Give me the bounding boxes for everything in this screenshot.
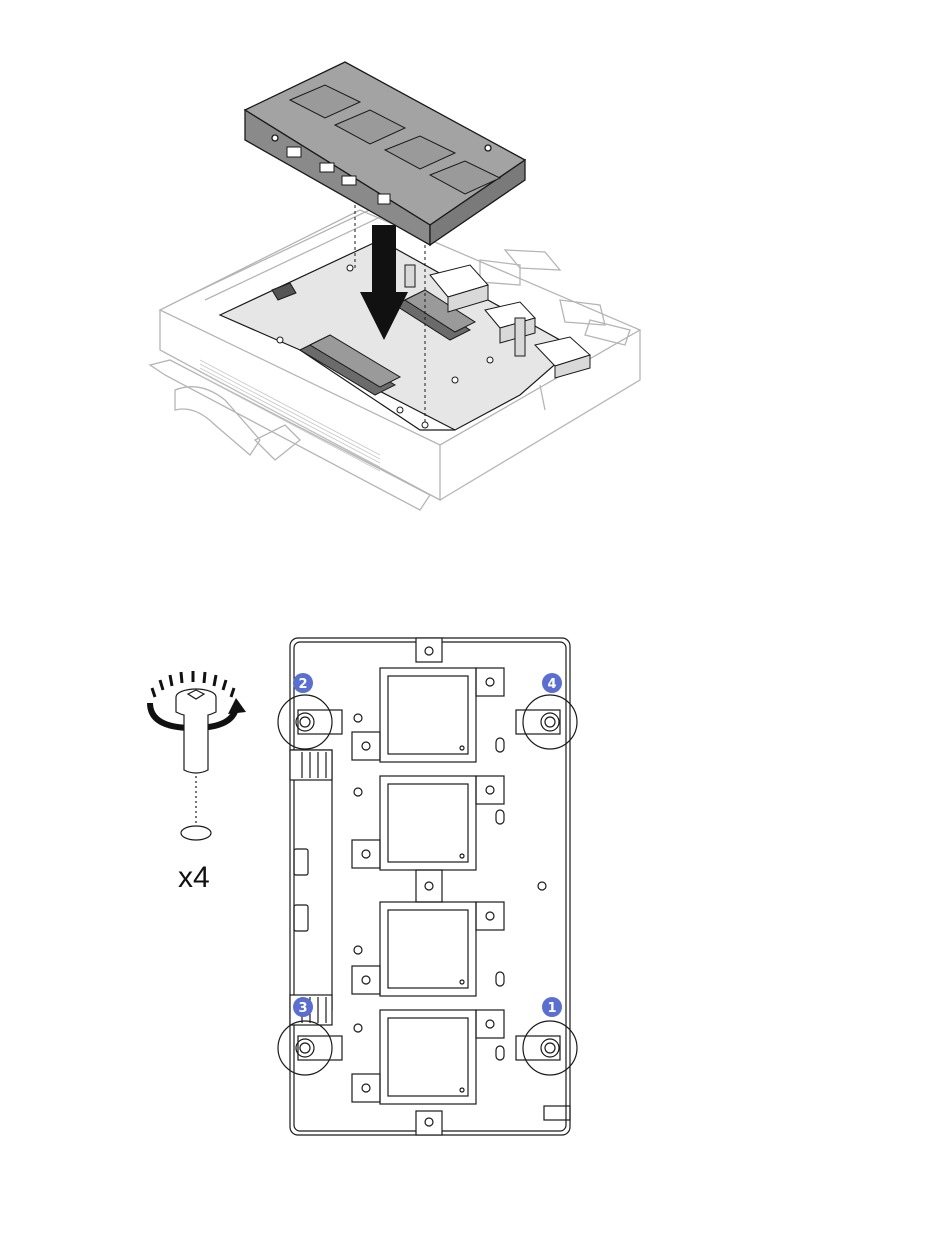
callout-2: 2 (293, 673, 313, 693)
callout-2-number: 2 (298, 677, 307, 692)
callout-3-number: 3 (298, 1001, 307, 1016)
callout-4: 4 (542, 673, 562, 693)
callout-4-number: 4 (547, 677, 556, 692)
component-assembly (245, 62, 525, 245)
isometric-assembly-view (150, 62, 640, 510)
torx-screw-icon (176, 689, 216, 840)
callout-1-number: 1 (547, 1001, 556, 1016)
callout-3: 3 (293, 997, 313, 1017)
callout-1: 1 (542, 997, 562, 1017)
screw-quantity-label: x4 (178, 861, 210, 894)
screw-callout: x4 (150, 671, 246, 894)
plate-top-view (278, 638, 577, 1135)
